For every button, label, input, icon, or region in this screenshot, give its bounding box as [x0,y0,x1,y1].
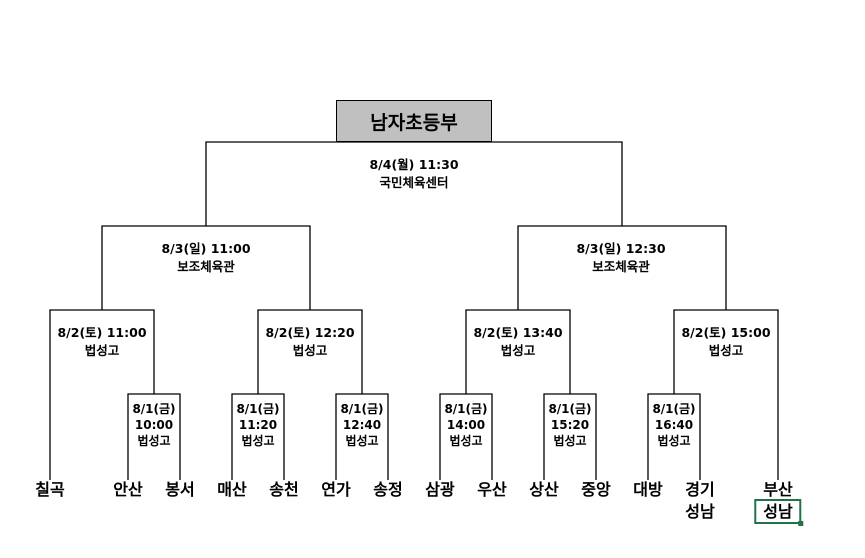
bracket-connector-13 [647,393,701,480]
round1-match-5-info: 8/1(금) 15:20 법성고 [548,401,591,449]
team-6-name: 연가 [321,480,351,499]
round1-match-3-venue: 법성고 [345,434,379,448]
team-12: 대방 [633,479,662,501]
quarterfinal-2-date: 8/2(토) 12:20 [265,325,355,340]
round1-match-6-info: 8/1(금) 16:40 법성고 [652,401,695,449]
semifinal-1-venue: 보조체육관 [177,259,235,274]
team-10-name: 상산 [529,480,559,499]
team-8: 삼광 [425,479,454,501]
round1-match-4-venue: 법성고 [449,434,483,448]
semifinal-2-venue: 보조체육관 [592,259,650,274]
team-9-name: 우산 [477,480,507,499]
team-6: 연가 [321,479,350,501]
quarterfinal-4-info: 8/2(토) 15:00 법성고 [681,324,770,360]
semifinal-2-date: 8/3(일) 12:30 [576,241,666,256]
team-7: 송정 [373,479,402,501]
bracket-connector-2 [101,225,311,310]
round1-match-6-time: 16:40 [654,418,694,432]
semifinal-1-info: 8/3(일) 11:00 보조체육관 [161,240,250,276]
round1-match-5-venue: 법성고 [553,434,587,448]
team-4: 매산 [217,479,246,501]
round1-match-4-time: 14:00 [446,418,486,432]
round1-match-3-time: 12:40 [342,418,382,432]
quarterfinal-3-venue: 법성고 [500,343,536,358]
bracket-connector-4 [49,309,155,480]
semifinal-1-date: 8/3(일) 11:00 [161,241,251,256]
quarterfinal-1-info: 8/2(토) 11:00 법성고 [57,324,146,360]
team-2-name: 안산 [113,480,143,499]
round1-match-4-day: 8/1(금) [444,402,488,416]
team-9: 우산 [477,479,506,501]
quarterfinal-1-date: 8/2(토) 11:00 [57,325,147,340]
team-13-name-line2: 성남 [685,502,715,521]
quarterfinal-1-venue: 법성고 [84,343,120,358]
round1-match-2-day: 8/1(금) [236,402,280,416]
bracket-connector-6 [465,309,571,394]
team-5-name: 송천 [269,480,299,499]
final-date: 8/4(월) 11:30 [369,157,459,172]
round1-match-2-time: 11:20 [238,418,278,432]
bracket-connector-10 [335,393,389,480]
bracket-connector-12 [543,393,597,480]
team-2: 안산 [113,479,142,501]
bracket-connector-7 [673,309,779,480]
division-title: 남자초등부 [336,100,492,142]
team-3-name: 봉서 [165,480,195,499]
bracket-connector-8 [127,393,181,480]
team-1: 칠곡 [35,479,64,501]
round1-match-1-info: 8/1(금) 10:00 법성고 [132,401,175,449]
round1-match-2-info: 8/1(금) 11:20 법성고 [236,401,279,449]
team-3: 봉서 [165,479,194,501]
bracket-connector-1 [205,141,623,226]
final-venue: 국민체육센터 [379,175,449,190]
team-5: 송천 [269,479,298,501]
team-14-name-line1: 부산 [763,480,793,499]
quarterfinal-4-venue: 법성고 [708,343,744,358]
team-14: 부산 성남 [754,479,802,524]
round1-match-3-info: 8/1(금) 12:40 법성고 [340,401,383,449]
bracket-connector-5 [257,309,363,394]
team-1-name: 칠곡 [35,480,65,499]
round1-match-2-venue: 법성고 [241,434,275,448]
round1-match-6-venue: 법성고 [657,434,691,448]
division-title-text: 남자초등부 [370,111,458,134]
team-11: 중앙 [581,479,610,501]
team-7-name: 송정 [373,480,403,499]
round1-match-5-time: 15:20 [550,418,590,432]
quarterfinal-2-venue: 법성고 [292,343,328,358]
round1-match-3-day: 8/1(금) [340,402,384,416]
bracket-connector-3 [517,225,727,310]
bracket-connector-11 [439,393,493,480]
team-8-name: 삼광 [425,480,455,499]
final-match-info: 8/4(월) 11:30 국민체육센터 [369,156,458,192]
team-11-name: 중앙 [581,480,611,499]
round1-match-1-day: 8/1(금) [132,402,176,416]
team-13-name-line1: 경기 [685,480,715,499]
quarterfinal-3-info: 8/2(토) 13:40 법성고 [473,324,562,360]
team-13: 경기 성남 [685,479,714,523]
semifinal-2-info: 8/3(일) 12:30 보조체육관 [576,240,665,276]
selected-cell[interactable]: 성남 [754,499,802,524]
round1-match-1-venue: 법성고 [137,434,171,448]
quarterfinal-2-info: 8/2(토) 12:20 법성고 [265,324,354,360]
round1-match-1-time: 10:00 [134,418,174,432]
team-10: 상산 [529,479,558,501]
quarterfinal-3-date: 8/2(토) 13:40 [473,325,563,340]
team-4-name: 매산 [217,480,247,499]
round1-match-4-info: 8/1(금) 14:00 법성고 [444,401,487,449]
quarterfinal-4-date: 8/2(토) 15:00 [681,325,771,340]
team-12-name: 대방 [633,480,663,499]
bracket-connector-9 [231,393,285,480]
round1-match-5-day: 8/1(금) [548,402,592,416]
round1-match-6-day: 8/1(금) [652,402,696,416]
